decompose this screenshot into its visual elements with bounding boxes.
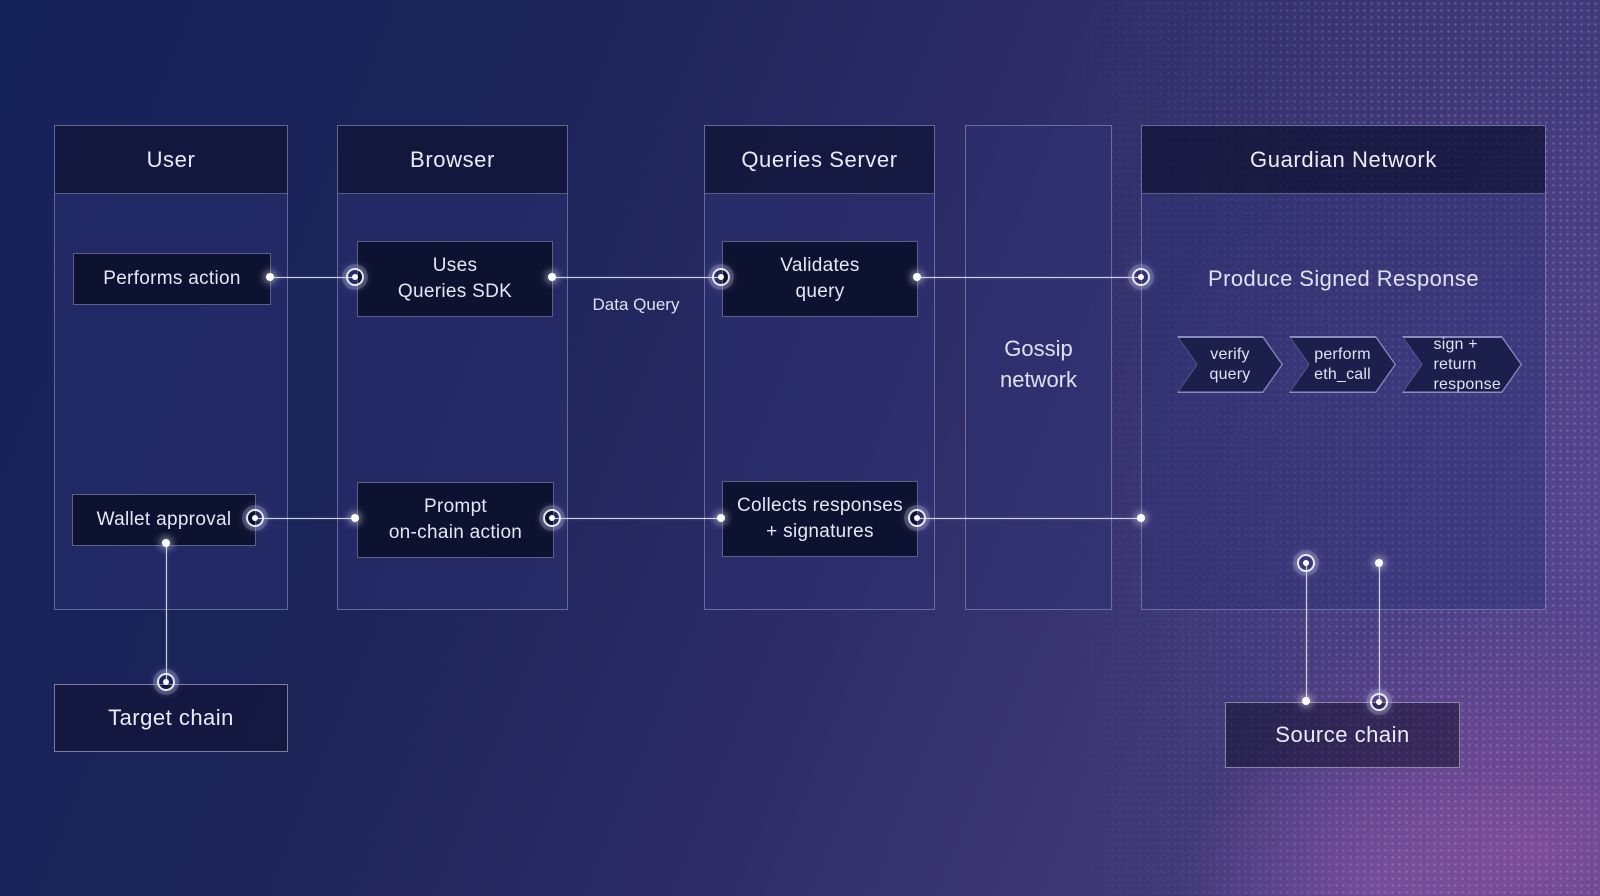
node-source-chain-label: Source chain [1275, 722, 1410, 747]
gossip-network-label-line2: network [999, 367, 1078, 392]
chevron-perform-eth-call-body: perform eth_call [1291, 338, 1395, 392]
connector-ring [346, 268, 364, 286]
connector-dot [1302, 697, 1310, 705]
chevron-perform-eth-call: perform eth_call [1289, 336, 1396, 393]
produce-signed-response-label: Produce Signed Response [1208, 266, 1479, 291]
node-target-chain-label: Target chain [108, 705, 234, 730]
chevron-verify-query: verify query [1177, 336, 1283, 393]
chevron-sign-line2: return [1433, 355, 1477, 373]
node-validates-query: Validates query [722, 241, 918, 317]
chevron-sign-return-response: sign + return response [1402, 336, 1522, 393]
node-target-chain: Target chain [54, 684, 288, 752]
data-query-edge-label: Data Query [592, 295, 680, 314]
node-validates-query-line1: Validates [780, 255, 860, 276]
node-validates-query-line2: query [795, 281, 845, 302]
node-uses-queries-sdk: Uses Queries SDK [357, 241, 553, 317]
edge-source-chain-to-guardian [1306, 563, 1307, 701]
connector-ring [1132, 268, 1150, 286]
lane-queries-server: Queries Server Validates query Collects … [704, 125, 935, 610]
lane-user: User Performs action Wallet approval [54, 125, 288, 610]
node-uses-queries-sdk-line1: Uses [432, 255, 478, 276]
lane-browser-title: Browser [338, 126, 567, 194]
node-performs-action-label: Performs action [103, 268, 241, 289]
connector-ring [908, 509, 926, 527]
node-collects-responses: Collects responses + signatures [722, 481, 918, 557]
node-wallet-approval-label: Wallet approval [96, 509, 232, 530]
chevron-sign-line1: sign + [1433, 335, 1478, 353]
edge-prompt-to-wallet [255, 518, 355, 519]
chevron-sign-return-response-body: sign + return response [1404, 338, 1521, 392]
lane-browser: Browser Uses Queries SDK Prompt on-chain… [337, 125, 568, 610]
edge-collects-to-prompt [553, 518, 721, 519]
connector-ring [712, 268, 730, 286]
gossip-network-label-line1: Gossip [1004, 336, 1073, 361]
edge-performs-to-sdk [270, 277, 355, 278]
connector-dot [266, 273, 274, 281]
chevron-verify-query-line2: query [1209, 365, 1251, 383]
lane-gossip-network [965, 125, 1112, 610]
edge-guardian-to-collects [917, 518, 1141, 519]
chevron-verify-query-line1: verify [1210, 345, 1250, 363]
connector-dot [717, 514, 725, 522]
node-wallet-approval: Wallet approval [72, 494, 256, 546]
edge-sdk-to-validates [552, 277, 721, 278]
gossip-network-label: Gossip network [965, 333, 1112, 395]
node-prompt-on-chain-action: Prompt on-chain action [357, 482, 554, 558]
connector-ring [1297, 554, 1315, 572]
guardian-process-steps: verify query perform eth_call sign + ret… [1177, 336, 1522, 393]
connector-ring [246, 509, 264, 527]
chevron-perform-eth-call-line2: eth_call [1314, 365, 1371, 383]
connector-dot [1137, 514, 1145, 522]
node-performs-action: Performs action [73, 253, 271, 305]
node-prompt-on-chain-line2: on-chain action [388, 522, 523, 543]
node-uses-queries-sdk-line2: Queries SDK [397, 281, 513, 302]
connector-dot [351, 514, 359, 522]
connector-ring [1370, 693, 1388, 711]
connector-dot [548, 273, 556, 281]
connector-dot [913, 273, 921, 281]
edge-validates-to-guardian [917, 277, 1141, 278]
edge-wallet-to-target-chain [166, 543, 167, 683]
connector-dot [1375, 559, 1383, 567]
node-collects-responses-line2: + signatures [766, 521, 874, 542]
node-source-chain: Source chain [1225, 702, 1460, 768]
chevron-perform-eth-call-line1: perform [1314, 345, 1371, 363]
edge-guardian-to-source-chain [1379, 563, 1380, 702]
connector-ring [543, 509, 561, 527]
node-collects-responses-line1: Collects responses [737, 495, 903, 516]
chevron-verify-query-body: verify query [1179, 338, 1282, 392]
connector-ring [157, 673, 175, 691]
lane-queries-server-title: Queries Server [705, 126, 934, 194]
chevron-sign-line3: response [1433, 375, 1501, 393]
lane-guardian-network-title: Guardian Network [1142, 126, 1545, 194]
node-prompt-on-chain-line1: Prompt [423, 496, 488, 517]
lane-user-title: User [55, 126, 287, 194]
connector-dot [162, 539, 170, 547]
